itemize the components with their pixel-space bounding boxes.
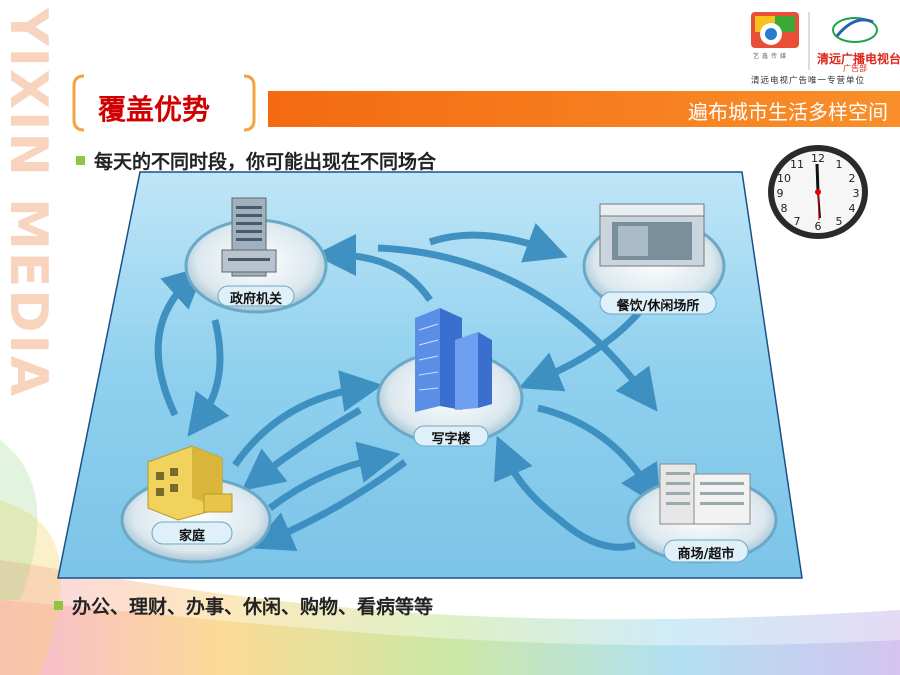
svg-text:2: 2	[849, 172, 856, 185]
label-home: 家庭	[178, 529, 205, 544]
logo-department: 广告部	[843, 64, 867, 73]
logo-mark-icon	[751, 12, 878, 70]
svg-text:5: 5	[836, 215, 843, 228]
page-title: 覆盖优势	[98, 93, 211, 126]
label-government: 政府机关	[229, 292, 282, 307]
house-icon	[147, 445, 233, 521]
flow-arrows	[154, 223, 662, 552]
svg-text:9: 9	[777, 187, 784, 200]
svg-text:12: 12	[811, 152, 825, 165]
subtitle-bar: 遍布城市生活多样空间	[268, 91, 900, 127]
subtitle-text: 遍布城市生活多样空间	[688, 100, 888, 124]
svg-text:11: 11	[790, 158, 804, 171]
svg-text:4: 4	[849, 202, 856, 215]
bullet-bottom: 办公、理财、办事、休闲、购物、看病等等	[54, 592, 433, 619]
svg-text:6: 6	[815, 220, 822, 233]
restaurant-icon	[599, 203, 705, 267]
section-title: 覆盖优势	[68, 72, 258, 134]
bullet-square-icon	[54, 601, 63, 610]
bullet-bottom-text: 办公、理财、办事、休闲、购物、看病等等	[72, 596, 434, 618]
office-tower-icon	[415, 308, 492, 412]
bullet-top: 每天的不同时段，你可能出现在不同场合	[76, 147, 436, 174]
svg-text:7: 7	[794, 215, 801, 228]
logo-tag: 艺鑫传媒	[753, 53, 790, 60]
logo-caption: 清远电视广告唯一专营单位	[751, 76, 866, 86]
logo-name: 清远广播电视台	[817, 52, 900, 66]
watermark-vertical: YIXIN MEDIA	[0, 0, 58, 675]
svg-text:1: 1	[836, 158, 843, 171]
station-logo: 艺鑫传媒 清远广播电视台 广告部 清远电视广告唯一专营单位	[745, 10, 900, 90]
svg-text:3: 3	[853, 187, 860, 200]
mall-icon	[659, 463, 751, 525]
label-office: 写字楼	[431, 432, 471, 447]
watermark-text: YIXIN MEDIA	[0, 8, 58, 399]
bullet-square-icon	[76, 156, 85, 165]
bullet-top-text: 每天的不同时段，你可能出现在不同场合	[94, 151, 437, 173]
title-bracket-icon	[72, 74, 256, 132]
svg-text:8: 8	[781, 202, 788, 215]
svg-text:10: 10	[777, 172, 791, 185]
label-restaurant: 餐饮/休闲场所	[616, 299, 700, 314]
label-mall: 商场/超市	[677, 547, 735, 562]
government-building-icon	[221, 197, 277, 277]
